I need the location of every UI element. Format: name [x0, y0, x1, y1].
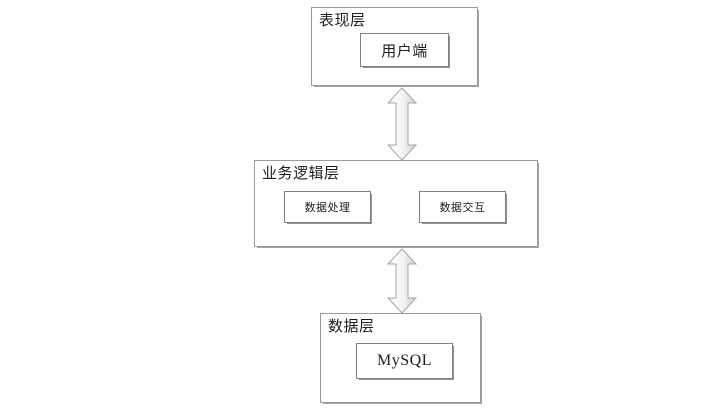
layer-title-business-logic: 业务逻辑层 — [262, 165, 340, 182]
connector-business-to-data — [386, 248, 418, 314]
layer-box-business-logic[interactable]: 业务逻辑层 数据处理 数据交互 — [254, 160, 538, 247]
layer-box-data[interactable]: 数据层 MySQL — [320, 313, 481, 403]
component-client[interactable]: 用户端 — [360, 33, 449, 67]
component-mysql[interactable]: MySQL — [356, 343, 453, 379]
layer-title-data: 数据层 — [328, 318, 375, 335]
layer-box-presentation[interactable]: 表现层 用户端 — [311, 7, 478, 86]
component-data-interaction-label: 数据交互 — [439, 202, 486, 214]
layer-title-presentation: 表现层 — [319, 12, 366, 29]
component-data-processing[interactable]: 数据处理 — [284, 191, 371, 223]
component-data-processing-label: 数据处理 — [304, 202, 351, 214]
connector-presentation-to-business — [386, 87, 418, 161]
component-client-label: 用户端 — [381, 42, 428, 60]
component-data-interaction[interactable]: 数据交互 — [419, 191, 506, 223]
component-mysql-label: MySQL — [377, 352, 432, 369]
